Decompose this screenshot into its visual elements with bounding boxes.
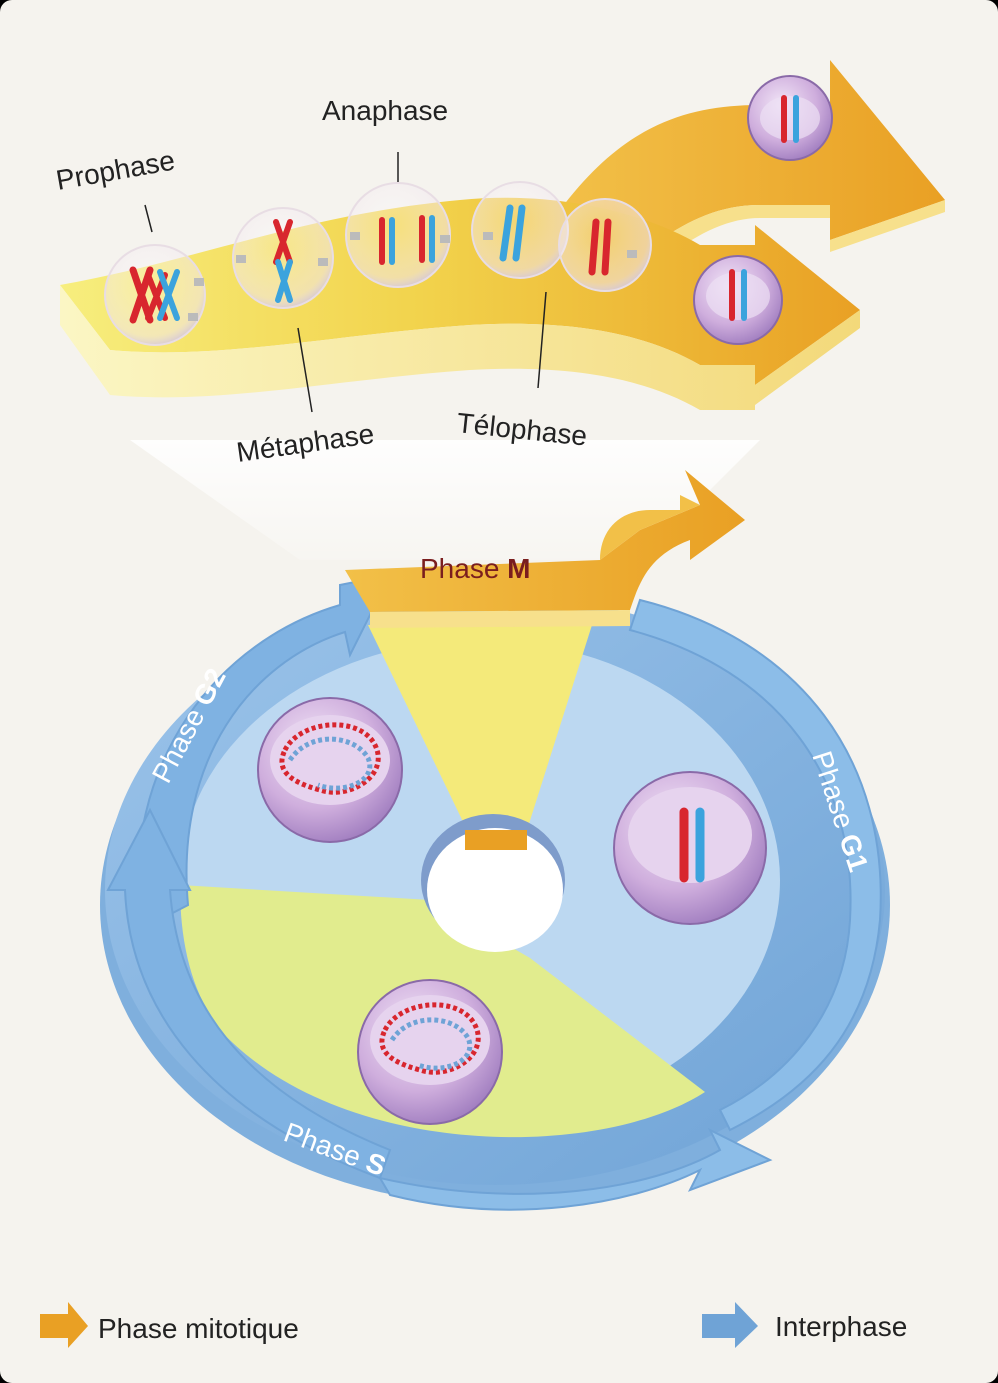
daughter-cell-lower <box>693 255 783 345</box>
legend-interphase-label: Interphase <box>775 1311 907 1342</box>
legend-mitotic-label: Phase mitotique <box>98 1313 299 1344</box>
s-nucleus <box>357 979 503 1125</box>
anaphase-cell <box>345 182 451 288</box>
prophase-cell <box>104 244 206 346</box>
legend: Phase mitotique Interphase <box>40 1302 907 1348</box>
metaphase-leader <box>297 327 313 413</box>
s-arrow-right <box>377 1127 773 1211</box>
metaphase-cell <box>232 207 334 309</box>
zoom-beam <box>130 440 760 560</box>
m-phase-arrow <box>345 470 745 628</box>
m-phase-prefix: Phase <box>420 553 507 584</box>
daughter-cell-upper <box>747 75 833 161</box>
legend-mitotic-arrow <box>40 1302 88 1348</box>
telophase-cells <box>471 181 652 292</box>
anaphase-label: Anaphase <box>322 95 448 126</box>
prophase-leader <box>144 204 153 233</box>
m-phase-label: Phase M <box>420 553 531 584</box>
g2-nucleus <box>257 697 403 843</box>
s-arrow-left <box>106 807 392 1180</box>
g1-nucleus <box>613 771 767 925</box>
telophase-leader <box>537 291 547 389</box>
m-phase-letter: M <box>507 553 530 584</box>
g1-arrow <box>628 598 882 1132</box>
legend-interphase-arrow <box>702 1302 758 1348</box>
